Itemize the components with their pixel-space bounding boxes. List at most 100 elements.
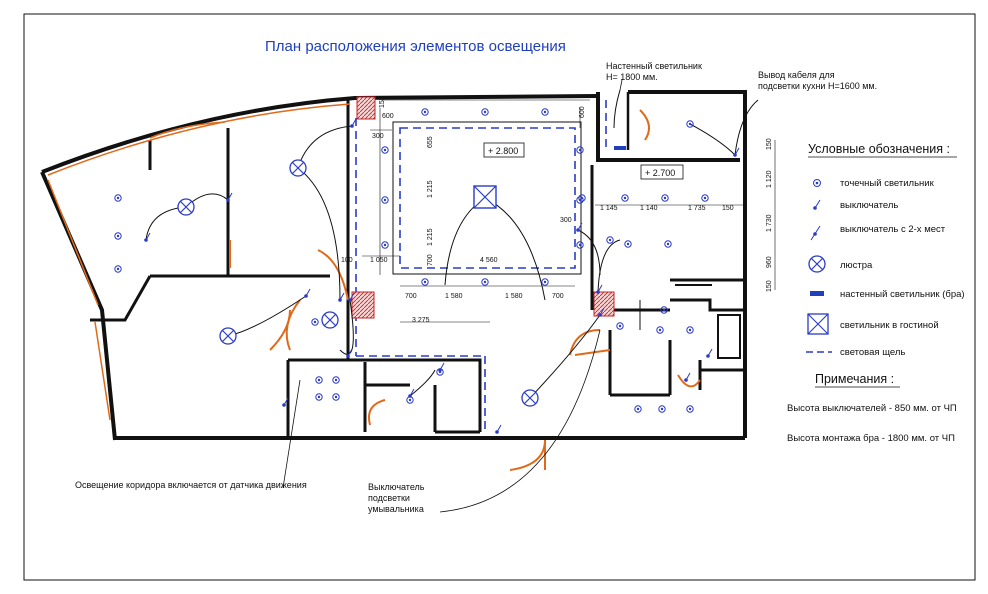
dim-300b: 300 [560, 217, 572, 224]
spot-light-icon [576, 146, 584, 154]
doors [229, 109, 701, 471]
spot-light-icon [481, 108, 489, 116]
level-kitchen: + 2.700 [645, 168, 675, 178]
callout-leaders [282, 79, 623, 513]
switch-icon [733, 147, 740, 157]
dim-1140: 1 140 [640, 205, 658, 212]
note-switch-height: Высота выключателей - 850 мм. от ЧП [787, 403, 957, 414]
legend-item-wall-lamp: настенный светильник (бра) [840, 289, 965, 300]
dim-600b: 600 [579, 106, 586, 118]
spot-light-icon [686, 120, 694, 128]
switch-icon [226, 192, 233, 202]
spot-light-icon [656, 326, 664, 334]
switch-icon [813, 199, 821, 210]
legend-item-light-slot: световая щель [840, 347, 905, 358]
spot-light-icon [421, 278, 429, 286]
chandelier-icon [177, 198, 195, 216]
spot-light-icon [661, 194, 669, 202]
spot-light-icon [332, 376, 340, 384]
spot-light-icon [616, 322, 624, 330]
dim-1215a: 1 215 [427, 180, 434, 198]
chandelier-icon [219, 327, 237, 345]
switch-icon [282, 397, 289, 407]
dim-155: 155 [379, 96, 386, 108]
dim-700a: 700 [427, 254, 434, 266]
spot-light-icon [332, 393, 340, 401]
callout-sink-2: подсветки [368, 493, 410, 503]
facade-lines [47, 103, 351, 421]
dim-100: 100 [341, 257, 353, 264]
switch-icon [598, 307, 605, 317]
dim-1215b: 1 215 [427, 228, 434, 246]
switch-icon [350, 118, 357, 128]
dim-4560: 4 560 [480, 257, 498, 264]
switches [144, 118, 740, 434]
dim-150a: 150 [722, 205, 734, 212]
spot-light-icon [114, 265, 122, 273]
legend-heading: Условные обозначения : [808, 142, 950, 156]
spot-light-icon [664, 240, 672, 248]
dim-700c: 700 [552, 293, 564, 300]
dim-1580b: 1 580 [505, 293, 523, 300]
spot-light-icon [381, 196, 389, 204]
chandelier-icon [289, 159, 307, 177]
dim-1050: 1 050 [370, 257, 388, 264]
spot-light-icon [541, 108, 549, 116]
spot-light-icon [576, 241, 584, 249]
callout-cable-1: Вывод кабеля для [758, 70, 835, 80]
dim-1580a: 1 580 [445, 293, 463, 300]
wall-lamp-icon [810, 291, 824, 296]
switch-icon [346, 348, 353, 358]
callout-cable-2: подсветки кухни H=1600 мм. [758, 81, 877, 91]
spot-light-icon [621, 194, 629, 202]
switch-icon [144, 232, 151, 242]
wall-lamp [614, 146, 626, 150]
dim-1145: 1 145 [600, 205, 618, 212]
switch-icon [304, 288, 311, 298]
vdim-960: 960 [766, 256, 773, 268]
spot-light-icon [686, 326, 694, 334]
spot-light-icon [701, 194, 709, 202]
spot-light-icon [381, 146, 389, 154]
dimension-labels: 600 300 155 655 1 215 1 215 700 1 050 10… [341, 96, 773, 324]
dim-700b: 700 [405, 293, 417, 300]
spot-light-icon [686, 405, 694, 413]
switch-icon [684, 372, 691, 382]
spot-light-icon [381, 241, 389, 249]
spot-light-icon [114, 232, 122, 240]
legend-item-switch: выключатель [840, 200, 898, 211]
callout-sink-1: Выключатель [368, 482, 425, 492]
spot-light-icon [813, 179, 821, 187]
plan-title: План расположения элементов освещения [265, 38, 566, 55]
vdim-1120: 1 120 [766, 170, 773, 188]
note-wall-lamp-height: Высота монтажа бра - 1800 мм. от ЧП [787, 433, 955, 444]
dimension-lines [362, 99, 776, 323]
switch-icon [495, 424, 502, 434]
level-living: + 2.800 [488, 146, 518, 156]
switch-icon [438, 362, 445, 372]
spotlights [114, 108, 709, 413]
spot-light-icon [315, 376, 323, 384]
spot-light-icon [606, 236, 614, 244]
chandelier-icon [521, 389, 539, 407]
spot-light-icon [660, 306, 668, 314]
spot-light-icon [315, 393, 323, 401]
chandeliers [177, 159, 539, 407]
sheet-frame [23, 13, 976, 581]
spot-light-icon [311, 318, 319, 326]
notes: Примечания : Высота выключателей - 850 м… [787, 372, 957, 444]
callout-sink-3: умывальника [368, 504, 424, 514]
spot-light-icon [114, 194, 122, 202]
chandelier-icon [808, 255, 826, 273]
spot-light-icon [634, 405, 642, 413]
notes-heading: Примечания : [815, 372, 894, 386]
columns [351, 96, 615, 319]
dim-3275: 3 275 [412, 317, 430, 324]
chandelier-icon [321, 311, 339, 329]
spot-light-icon [421, 108, 429, 116]
switch-icon [706, 348, 713, 358]
switch-icon [576, 222, 583, 232]
switch-icon [596, 284, 603, 294]
spot-light-icon [481, 278, 489, 286]
wiring [145, 89, 759, 399]
